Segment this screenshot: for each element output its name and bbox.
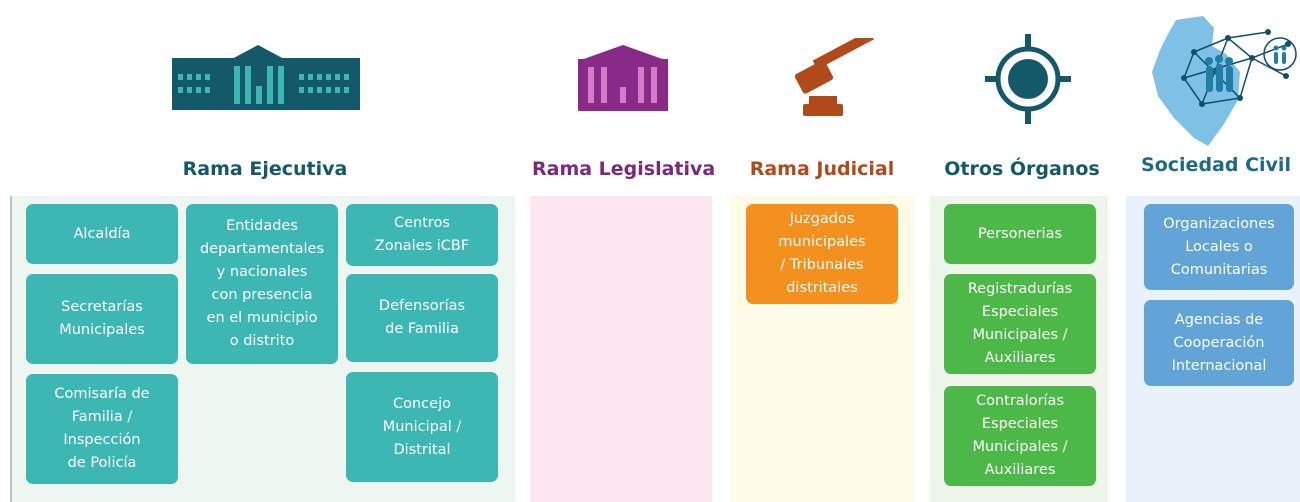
- panel-rama-legislativa: [530, 196, 712, 502]
- heading-rama-ejecutiva: Rama Ejecutiva: [182, 158, 348, 180]
- government-building-icon: [172, 45, 360, 110]
- box-personerias: Personerias: [944, 204, 1096, 264]
- capitol-building-icon: [578, 45, 668, 111]
- box-juzgados-municipales: Juzgados municipales / Tribunales distri…: [746, 204, 898, 304]
- colombia-map-network-icon: [1152, 16, 1297, 146]
- heading-rama-legislativa: Rama Legislativa: [532, 158, 716, 180]
- box-defensorias-familia: Defensorías de Familia: [346, 274, 498, 362]
- heading-sociedad-civil: Sociedad Civil: [1141, 154, 1291, 176]
- gavel-icon: [795, 38, 874, 116]
- box-comisaria-familia: Comisaría de Familia / Inspección de Pol…: [26, 374, 178, 484]
- target-icon: [985, 34, 1071, 124]
- box-registradurias: Registradurías Especiales Municipales / …: [944, 274, 1096, 374]
- heading-rama-judicial: Rama Judicial: [749, 158, 895, 180]
- panel-sociedad-civil: Organizaciones Locales o Comunitarias Ag…: [1126, 196, 1300, 502]
- box-centros-zonales: Centros Zonales iCBF: [346, 204, 498, 266]
- panel-otros-organos: Personerias Registradurías Especiales Mu…: [930, 196, 1108, 502]
- box-entidades-departamentales: Entidades departamentales y nacionales c…: [186, 204, 338, 364]
- panel-rama-ejecutiva: Alcaldía Secretarías Municipales Comisar…: [10, 196, 515, 502]
- box-agencias-cooperacion: Agencias de Cooperación Internacional: [1144, 300, 1294, 386]
- box-concejo-municipal: Concejo Municipal / Distrital: [346, 372, 498, 482]
- panel-rama-judicial: Juzgados municipales / Tribunales distri…: [730, 196, 914, 502]
- box-organizaciones-locales: Organizaciones Locales o Comunitarias: [1144, 204, 1294, 290]
- box-contralorias: Contralorías Especiales Municipales / Au…: [944, 386, 1096, 486]
- box-alcaldia: Alcaldía: [26, 204, 178, 264]
- box-secretarias-municipales: Secretarías Municipales: [26, 274, 178, 364]
- heading-otros-organos: Otros Órganos: [944, 158, 1100, 180]
